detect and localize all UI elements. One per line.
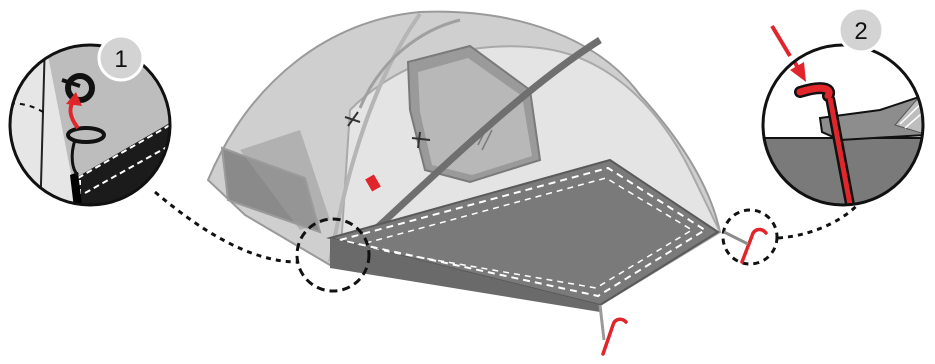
step-number-1: 1 (114, 46, 127, 73)
step-badge-1: 1 (99, 36, 143, 80)
tent-stake-icon (742, 230, 766, 262)
tent-stake-icon (603, 319, 626, 354)
tent (208, 12, 720, 340)
detail-view-2: 2 (760, 8, 930, 228)
step-badge-2: 2 (839, 8, 883, 52)
step-number-2: 2 (854, 18, 867, 45)
detail-view-1: 1 (0, 36, 190, 225)
